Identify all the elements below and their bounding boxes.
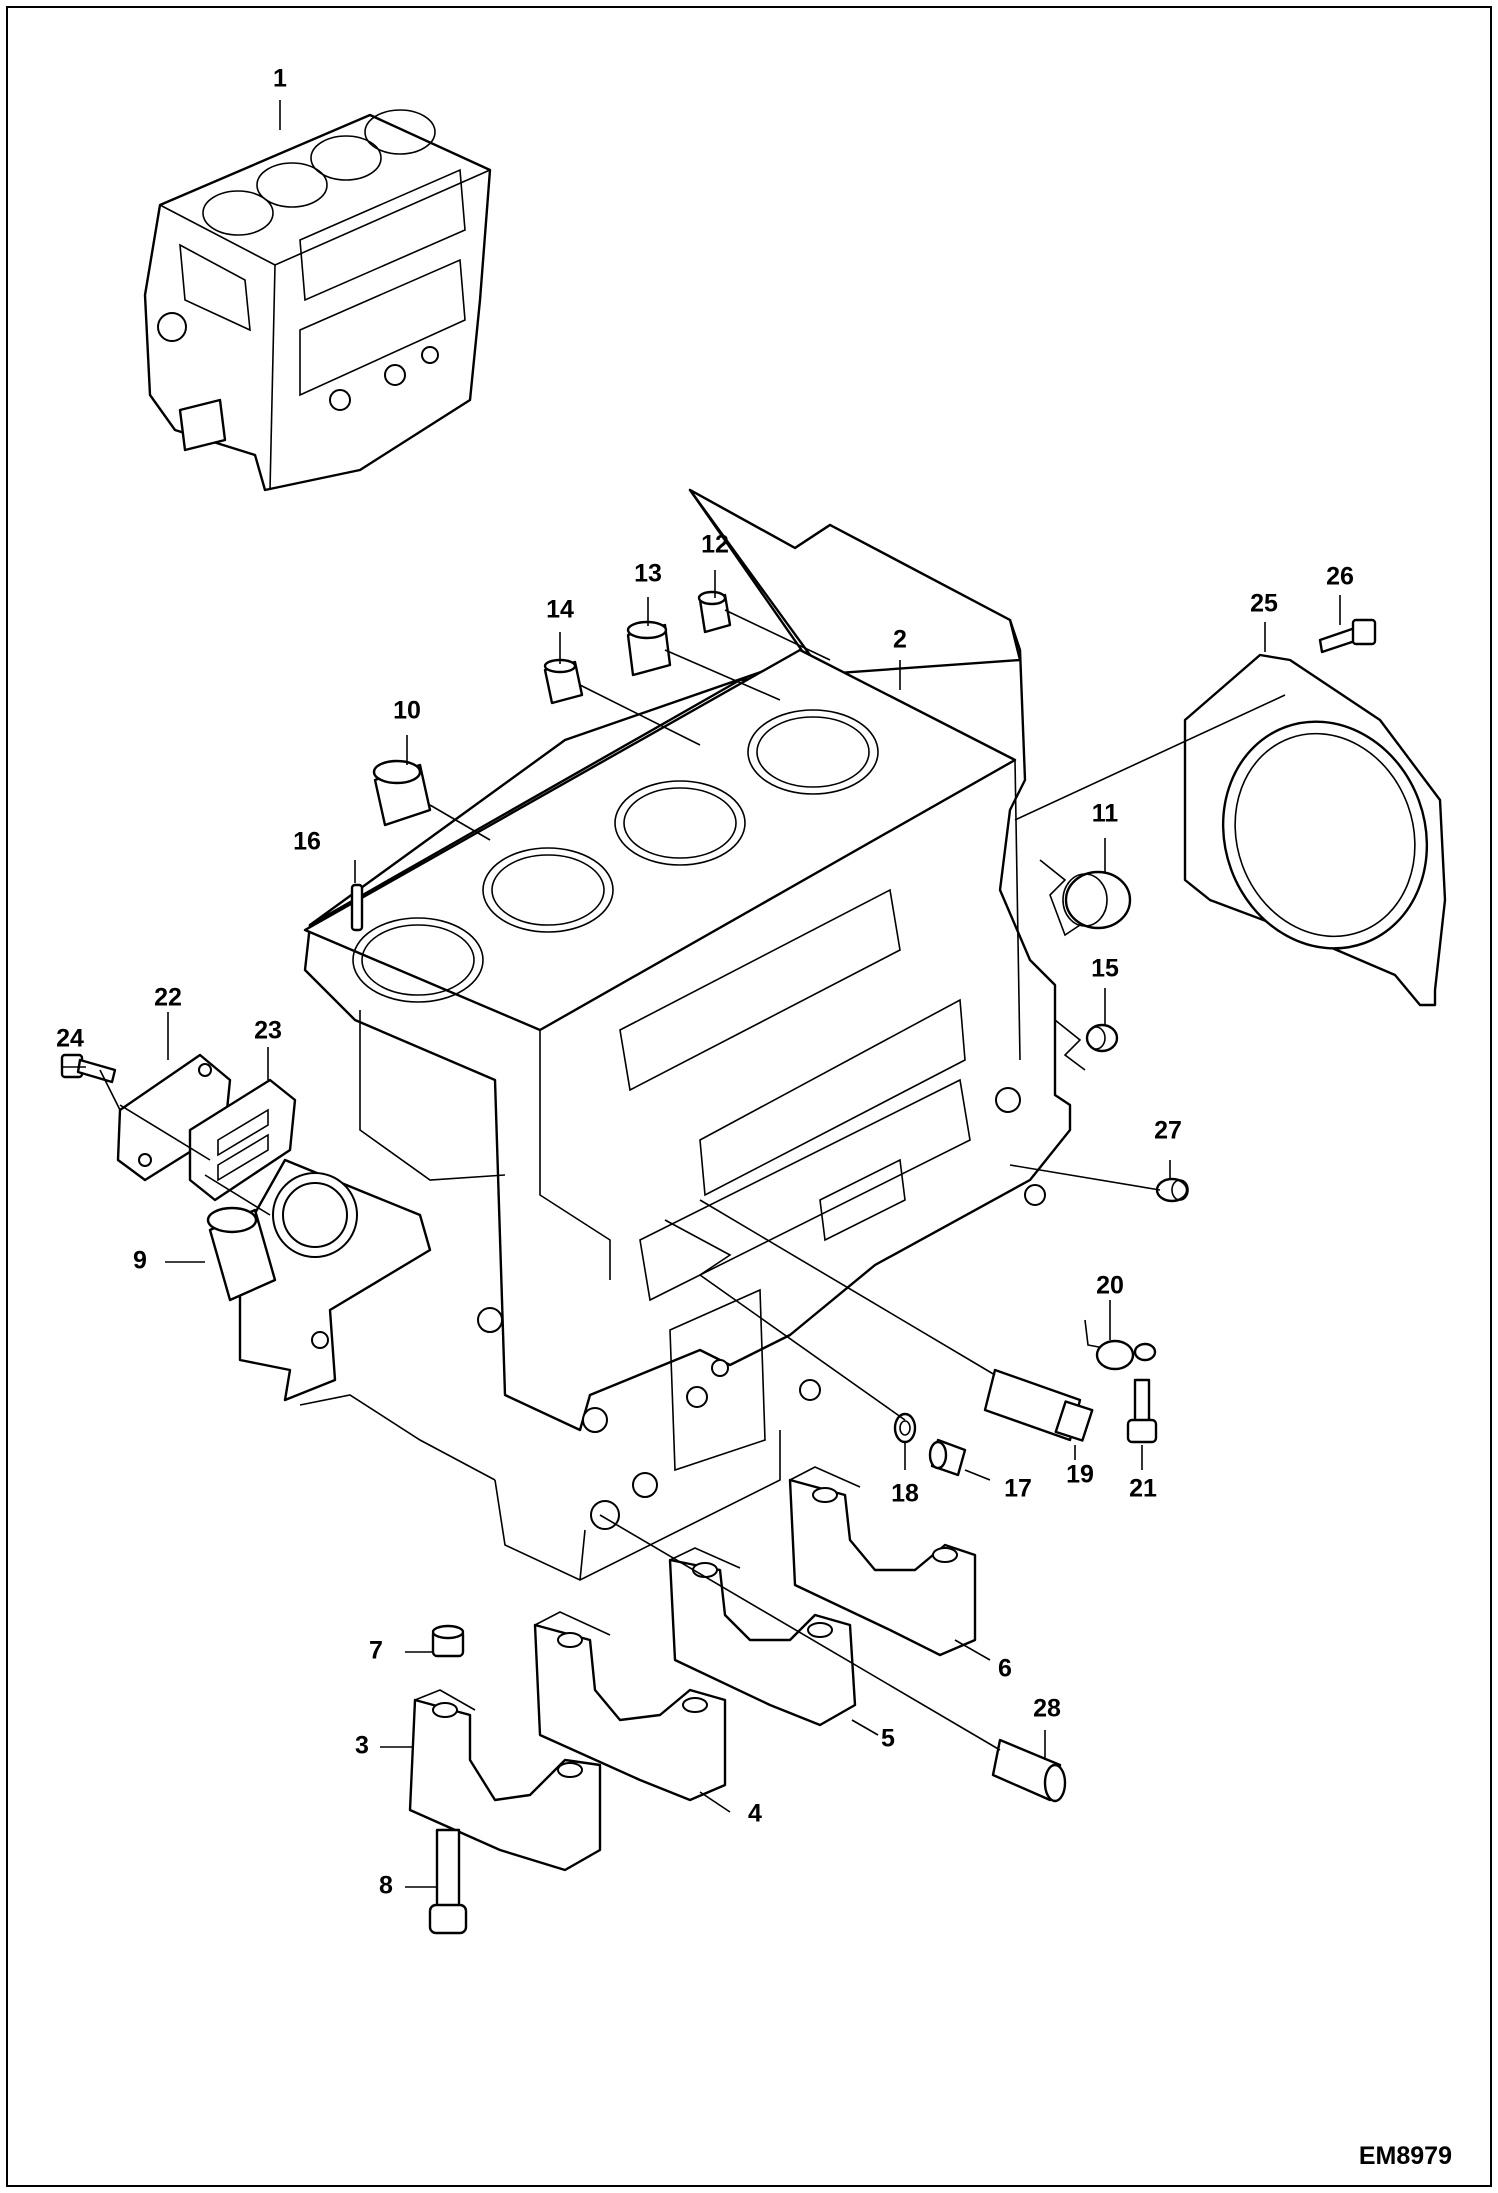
bushing-9: [206, 1206, 277, 1302]
bolt-8: [428, 1828, 468, 1935]
callout-7: 7: [369, 1637, 383, 1665]
callout-3: 3: [355, 1732, 369, 1760]
callout-2: 2: [893, 626, 907, 654]
drawing-border: [6, 6, 1492, 2187]
bolt-26: [1318, 618, 1377, 654]
callout-25: 25: [1250, 590, 1278, 618]
drawing-code: EM8979: [1358, 2142, 1452, 2170]
callout-10: 10: [393, 697, 421, 725]
plug-27: [1155, 1177, 1189, 1203]
plug-14: [543, 658, 584, 705]
gasket-23: [188, 1078, 297, 1202]
plug-13: [626, 620, 672, 677]
bolt-24: [60, 1053, 117, 1084]
washer-18: [893, 1412, 917, 1444]
callout-17: 17: [1004, 1475, 1032, 1503]
callout-23: 23: [254, 1017, 282, 1045]
plug-11: [1062, 870, 1132, 930]
plug-17: [928, 1438, 967, 1477]
plug-10: [372, 759, 432, 827]
callout-19: 19: [1066, 1461, 1094, 1489]
callout-13: 13: [634, 560, 662, 588]
plug-12: [697, 590, 732, 634]
sensor-28: [991, 1738, 1067, 1803]
plug-15: [1085, 1023, 1119, 1053]
bearing-cap-4: [533, 1611, 727, 1802]
dowel-16: [350, 883, 364, 932]
oil-pressure-switch-19: [983, 1368, 1094, 1442]
callout-8: 8: [379, 1872, 393, 1900]
callout-12: 12: [701, 531, 729, 559]
callout-15: 15: [1091, 955, 1119, 983]
callout-22: 22: [154, 984, 182, 1012]
bolt-21: [1126, 1378, 1158, 1444]
nozzle-20: [1084, 1319, 1157, 1371]
callout-5: 5: [881, 1725, 895, 1753]
bearing-cap-6: [788, 1466, 977, 1657]
callout-1: 1: [273, 65, 287, 93]
callout-20: 20: [1096, 1272, 1124, 1300]
callout-labels: 1 2 3 4 5 6 7 8 9 10 11 12 13 14 15 16 1…: [56, 65, 1354, 1900]
leader-lines: [62, 100, 1341, 1888]
dowel-7: [431, 1624, 465, 1658]
callout-14: 14: [546, 596, 574, 624]
callout-28: 28: [1033, 1695, 1061, 1723]
callout-16: 16: [293, 828, 321, 856]
bearing-cap-3: [408, 1689, 602, 1872]
callout-6: 6: [998, 1655, 1012, 1683]
callout-18: 18: [891, 1480, 919, 1508]
bearing-cap-5: [668, 1547, 857, 1727]
callout-21: 21: [1129, 1475, 1157, 1503]
callout-26: 26: [1326, 563, 1354, 591]
callout-11: 11: [1092, 800, 1119, 828]
callout-9: 9: [133, 1247, 147, 1275]
callout-24: 24: [56, 1025, 84, 1053]
engine-block-assembly: [143, 109, 492, 492]
callout-27: 27: [1154, 1117, 1182, 1145]
cover-22: [116, 1053, 232, 1182]
callout-4: 4: [748, 1800, 762, 1828]
cylinder-block: [238, 488, 1072, 1581]
oil-seal-housing-25: [1183, 653, 1447, 1007]
